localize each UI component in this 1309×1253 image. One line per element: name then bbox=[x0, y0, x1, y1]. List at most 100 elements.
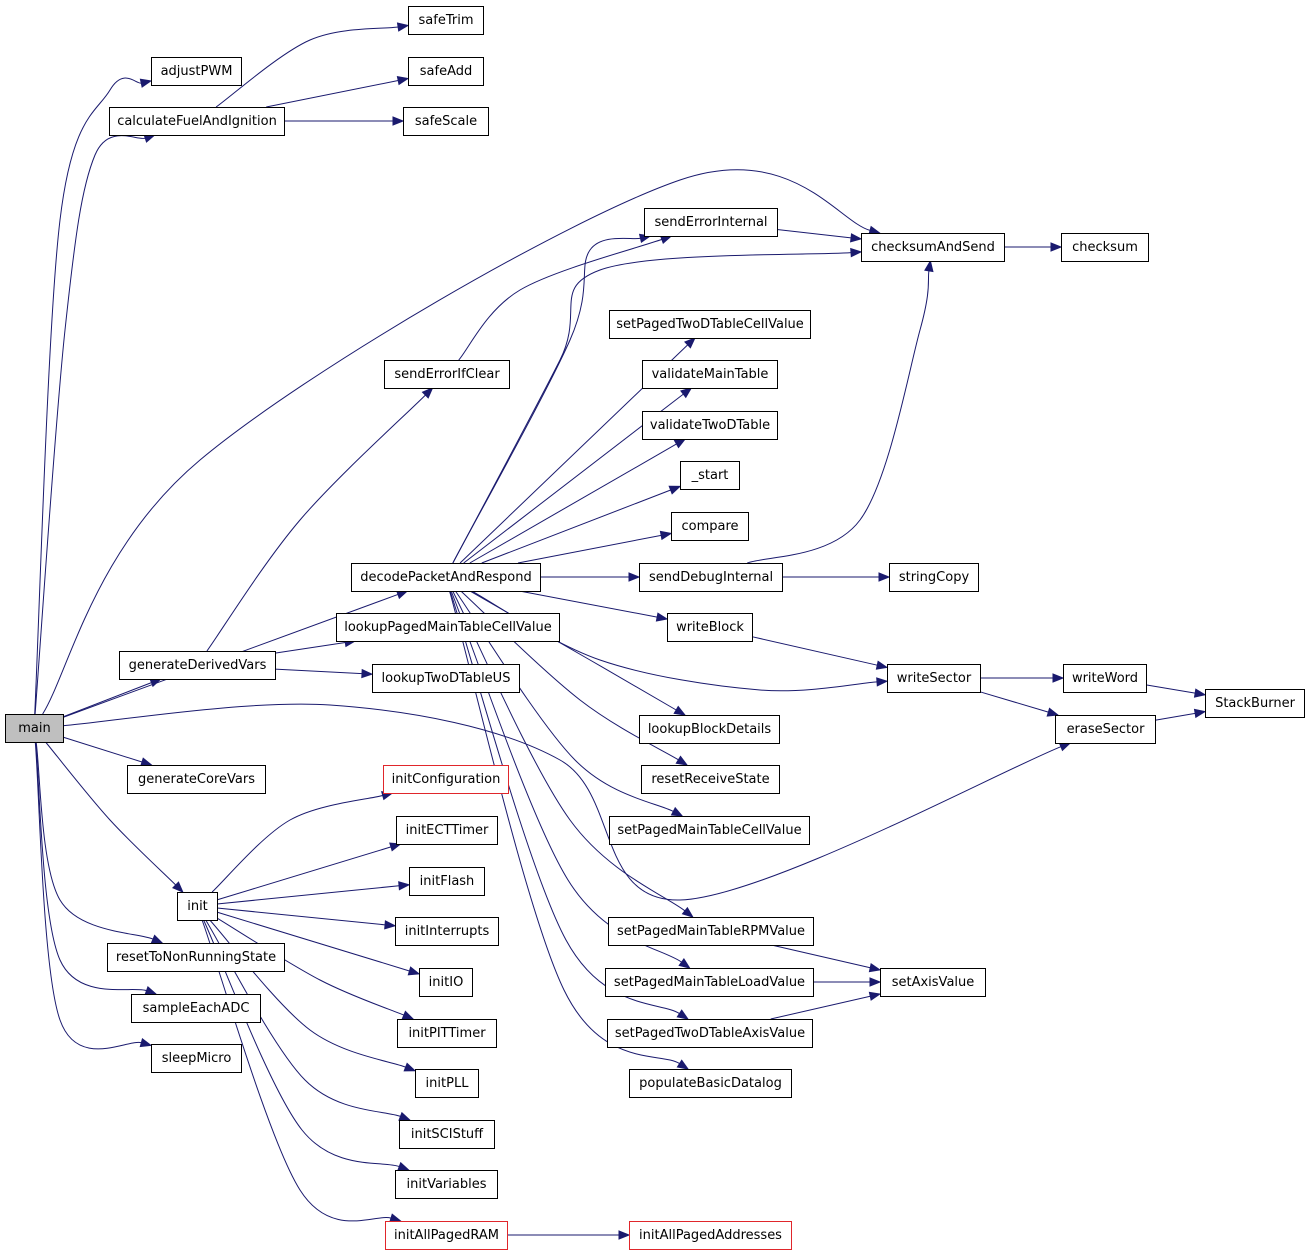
node-setPagedMainTableLoadValue[interactable]: setPagedMainTableLoadValue bbox=[605, 968, 814, 997]
edge-decodePacketAndRespond-to-checksumAndSend bbox=[452, 252, 852, 564]
node-setPagedMainTableCellValue[interactable]: setPagedMainTableCellValue bbox=[609, 816, 810, 845]
node-label-decodePacketAndRespond: decodePacketAndRespond bbox=[360, 570, 531, 585]
edge-init-to-initAllPagedRAM bbox=[201, 919, 392, 1222]
arrowhead-main-to-eraseSector bbox=[1058, 742, 1072, 752]
node-label-setAxisValue: setAxisValue bbox=[892, 975, 975, 990]
node-setPagedTwoDTableAxisValue[interactable]: setPagedTwoDTableAxisValue bbox=[607, 1019, 813, 1048]
node-label-setPagedMainTableRPMValue: setPagedMainTableRPMValue bbox=[617, 924, 805, 939]
node-lookupPagedMainTableCellValue[interactable]: lookupPagedMainTableCellValue bbox=[336, 613, 560, 642]
node-box-lookupBlockDetails bbox=[639, 715, 780, 744]
node-writeSector[interactable]: writeSector bbox=[887, 664, 981, 693]
node-StackBurner[interactable]: StackBurner bbox=[1205, 689, 1305, 718]
node-generateCoreVars[interactable]: generateCoreVars bbox=[127, 765, 266, 794]
edge-init-to-initECTTimer bbox=[216, 846, 392, 901]
arrowhead-calculateFuelAndIgnition-to-safeScale bbox=[392, 116, 405, 126]
node-box-safeScale bbox=[403, 107, 489, 136]
node-populateBasicDatalog[interactable]: populateBasicDatalog bbox=[629, 1069, 792, 1098]
node-initConfiguration[interactable]: initConfiguration bbox=[383, 765, 509, 794]
arrowhead-init-to-initFlash bbox=[398, 881, 411, 891]
node-label-generateCoreVars: generateCoreVars bbox=[138, 772, 255, 787]
node-initECTTimer[interactable]: initECTTimer bbox=[396, 816, 498, 845]
arrowhead-decodePacketAndRespond-to-validateTwoDTable bbox=[673, 438, 687, 449]
arrowhead-decodePacketAndRespond-to-lookupBlockDetails bbox=[673, 705, 687, 716]
node-box-setPagedTwoDTableAxisValue bbox=[607, 1019, 813, 1048]
node-safeAdd[interactable]: safeAdd bbox=[408, 57, 484, 86]
edge-main-to-sleepMicro bbox=[34, 741, 142, 1050]
edge-writeSector-to-eraseSector bbox=[979, 691, 1049, 713]
node-label-lookupPagedMainTableCellValue: lookupPagedMainTableCellValue bbox=[344, 620, 552, 635]
node-label-initConfiguration: initConfiguration bbox=[392, 772, 501, 787]
edge-setPagedTwoDTableAxisValue-to-setAxisValue bbox=[770, 995, 871, 1020]
node-initIO[interactable]: initIO bbox=[419, 968, 473, 997]
arrowhead-main-to-init bbox=[172, 881, 184, 893]
node-label-initIO: initIO bbox=[429, 975, 464, 990]
node-box-setAxisValue bbox=[880, 968, 986, 997]
node-sendDebugInternal[interactable]: sendDebugInternal bbox=[639, 563, 783, 592]
node-box-initIO bbox=[419, 968, 473, 997]
node-safeScale[interactable]: safeScale bbox=[403, 107, 489, 136]
node-box-safeTrim bbox=[408, 6, 484, 35]
node-label-safeTrim: safeTrim bbox=[419, 13, 474, 28]
node-safeTrim[interactable]: safeTrim bbox=[408, 6, 484, 35]
node-validateTwoDTable[interactable]: validateTwoDTable bbox=[642, 411, 778, 440]
node-initAllPagedRAM[interactable]: initAllPagedRAM bbox=[385, 1221, 508, 1250]
node-calculateFuelAndIgnition[interactable]: calculateFuelAndIgnition bbox=[109, 107, 285, 136]
node-decodePacketAndRespond[interactable]: decodePacketAndRespond bbox=[351, 563, 541, 592]
node-writeBlock[interactable]: writeBlock bbox=[667, 613, 753, 642]
node-initAllPagedAddresses[interactable]: initAllPagedAddresses bbox=[629, 1221, 792, 1250]
node-sleepMicro[interactable]: sleepMicro bbox=[151, 1044, 242, 1073]
arrowhead-decodePacketAndRespond-to-populateBasicDatalog bbox=[676, 1059, 690, 1070]
arrowhead-calculateFuelAndIgnition-to-safeAdd bbox=[396, 75, 410, 86]
node-initFlash[interactable]: initFlash bbox=[409, 867, 485, 896]
node-checksum[interactable]: checksum bbox=[1061, 233, 1149, 262]
node-writeWord[interactable]: writeWord bbox=[1063, 664, 1147, 693]
arrowhead-setPagedMainTableLoadValue-to-setAxisValue bbox=[869, 977, 882, 987]
arrowhead-decodePacketAndRespond-to-setPagedMainTableCellValue bbox=[670, 806, 684, 817]
arrowhead-init-to-initInterrupts bbox=[384, 920, 397, 930]
node-lookupTwoDTableUS[interactable]: lookupTwoDTableUS bbox=[372, 664, 520, 693]
edge-calculateFuelAndIgnition-to-safeTrim bbox=[215, 26, 399, 108]
node-validateMainTable[interactable]: validateMainTable bbox=[642, 360, 778, 389]
node-_start[interactable]: _start bbox=[680, 461, 740, 490]
node-initInterrupts[interactable]: initInterrupts bbox=[395, 917, 499, 946]
edge-sendErrorIfClear-to-sendErrorInternal bbox=[458, 238, 663, 361]
node-resetReceiveState[interactable]: resetReceiveState bbox=[641, 765, 780, 794]
node-initVariables[interactable]: initVariables bbox=[395, 1170, 498, 1199]
node-setAxisValue[interactable]: setAxisValue bbox=[880, 968, 986, 997]
node-sendErrorIfClear[interactable]: sendErrorIfClear bbox=[384, 360, 510, 389]
node-label-generateDerivedVars: generateDerivedVars bbox=[129, 658, 267, 673]
node-compare[interactable]: compare bbox=[671, 512, 749, 541]
node-label-initPITTimer: initPITTimer bbox=[408, 1026, 486, 1041]
node-initPLL[interactable]: initPLL bbox=[415, 1069, 479, 1098]
node-main[interactable]: main bbox=[5, 714, 64, 743]
node-resetToNonRunningState[interactable]: resetToNonRunningState bbox=[107, 943, 285, 972]
node-sampleEachADC[interactable]: sampleEachADC bbox=[131, 994, 261, 1023]
arrowhead-checksumAndSend-to-checksum bbox=[1050, 242, 1063, 252]
node-stringCopy[interactable]: stringCopy bbox=[889, 563, 979, 592]
arrowhead-decodePacketAndRespond-to-setPagedTwoDTableCellValue bbox=[684, 337, 696, 349]
arrowhead-decodePacketAndRespond-to-validateMainTable bbox=[680, 387, 693, 399]
node-initSCIStuff[interactable]: initSCIStuff bbox=[399, 1120, 495, 1149]
node-setPagedTwoDTableCellValue[interactable]: setPagedTwoDTableCellValue bbox=[609, 310, 811, 339]
arrowhead-init-to-initIO bbox=[407, 966, 421, 976]
node-checksumAndSend[interactable]: checksumAndSend bbox=[861, 233, 1005, 262]
node-box-setPagedTwoDTableCellValue bbox=[609, 310, 811, 339]
node-label-setPagedMainTableLoadValue: setPagedMainTableLoadValue bbox=[614, 975, 805, 990]
node-sendErrorInternal[interactable]: sendErrorInternal bbox=[644, 208, 778, 237]
node-setPagedMainTableRPMValue[interactable]: setPagedMainTableRPMValue bbox=[608, 917, 814, 946]
edge-decodePacketAndRespond-to-validateTwoDTable bbox=[469, 443, 677, 564]
node-label-_start: _start bbox=[691, 468, 729, 483]
node-label-sendErrorIfClear: sendErrorIfClear bbox=[394, 367, 500, 382]
node-label-initInterrupts: initInterrupts bbox=[405, 924, 490, 939]
node-box-eraseSector bbox=[1055, 715, 1156, 744]
node-lookupBlockDetails[interactable]: lookupBlockDetails bbox=[639, 715, 780, 744]
node-label-sleepMicro: sleepMicro bbox=[162, 1051, 232, 1066]
node-init[interactable]: init bbox=[177, 892, 218, 921]
node-initPITTimer[interactable]: initPITTimer bbox=[397, 1019, 497, 1048]
node-label-validateMainTable: validateMainTable bbox=[652, 367, 769, 382]
node-box-calculateFuelAndIgnition bbox=[109, 107, 285, 136]
node-generateDerivedVars[interactable]: generateDerivedVars bbox=[119, 651, 276, 680]
edge-main-to-sampleEachADC bbox=[35, 741, 147, 992]
node-eraseSector[interactable]: eraseSector bbox=[1055, 715, 1156, 744]
node-adjustPWM[interactable]: adjustPWM bbox=[151, 57, 242, 86]
